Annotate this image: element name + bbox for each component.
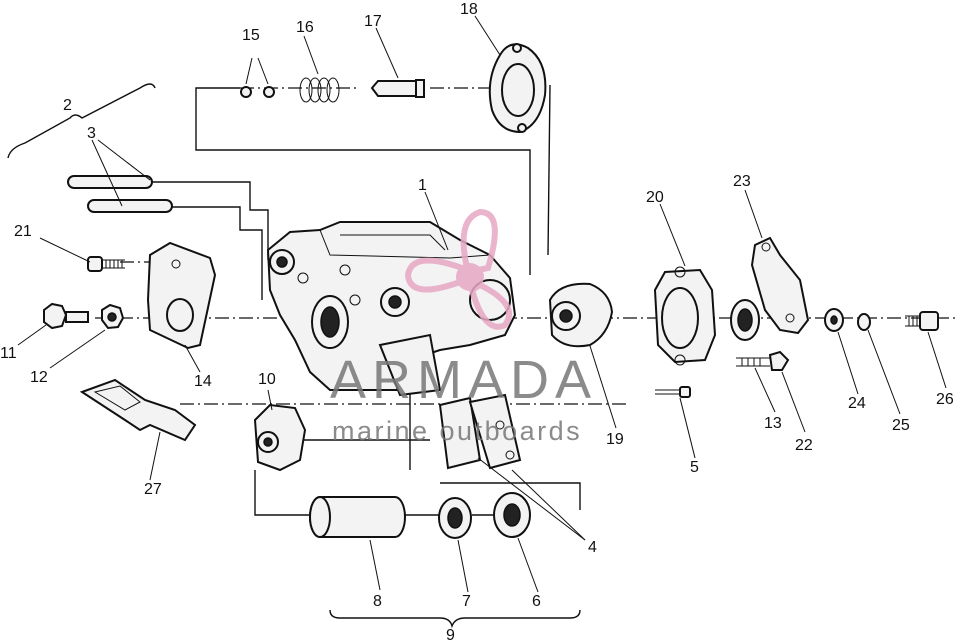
cam-housing — [653, 266, 717, 366]
callout-18: 18 — [460, 1, 478, 18]
callout-26: 26 — [936, 391, 954, 408]
callout-10: 10 — [258, 371, 276, 388]
washer-24 — [824, 308, 844, 332]
callout-17: 17 — [364, 13, 382, 30]
plunger-pin — [370, 79, 425, 98]
callout-22: 22 — [795, 437, 813, 454]
cam-knob — [548, 282, 614, 348]
watermark-brand: ARMADA — [330, 350, 597, 410]
callout-25: 25 — [892, 417, 910, 434]
callout-7: 7 — [462, 593, 471, 610]
cap-screw — [905, 311, 939, 331]
bolt-13 — [736, 350, 790, 371]
callout-16: 16 — [296, 19, 314, 36]
callout-14: 14 — [194, 373, 212, 390]
washer-6 — [493, 492, 531, 538]
callout-5: 5 — [690, 459, 699, 476]
callout-1: 1 — [418, 177, 427, 194]
callout-6: 6 — [532, 593, 541, 610]
callout-11: 11 — [0, 345, 17, 362]
callout-3: 3 — [87, 125, 96, 142]
bushing-10 — [253, 403, 307, 472]
callout-leaders — [7, 15, 947, 629]
nut-12 — [101, 303, 125, 330]
mounting-plate — [146, 241, 217, 350]
washer-7 — [438, 497, 472, 539]
armada-watermark: ARMADA marine outboards — [330, 208, 597, 446]
bracket-arm — [750, 236, 810, 335]
callout-4: 4 — [588, 539, 597, 556]
callout-2: 2 — [63, 97, 72, 114]
sleeve — [309, 496, 406, 538]
gasket — [488, 43, 547, 134]
bolt-21 — [87, 256, 125, 272]
assembly-lines — [95, 84, 959, 516]
propeller-icon — [404, 208, 513, 330]
callout-8: 8 — [373, 593, 382, 610]
callout-20: 20 — [646, 189, 664, 206]
watermark-tagline: marine outboards — [332, 416, 582, 446]
pins — [67, 175, 173, 213]
seal-ring — [730, 299, 760, 341]
set-screw — [655, 386, 691, 398]
spring — [299, 77, 340, 103]
callout-9: 9 — [446, 627, 455, 641]
callout-15: 15 — [242, 27, 260, 44]
callout-27: 27 — [144, 481, 162, 498]
callout-12: 12 — [30, 369, 48, 386]
callout-21: 21 — [14, 223, 32, 240]
spring-clip — [79, 378, 197, 442]
callout-19: 19 — [606, 431, 624, 448]
callout-23: 23 — [733, 173, 751, 190]
callout-24: 24 — [848, 395, 866, 412]
o-ring-pair — [240, 86, 275, 98]
bolt-11 — [43, 302, 89, 330]
callout-13: 13 — [764, 415, 782, 432]
lock-washer — [857, 313, 871, 331]
main-bracket — [266, 221, 517, 397]
